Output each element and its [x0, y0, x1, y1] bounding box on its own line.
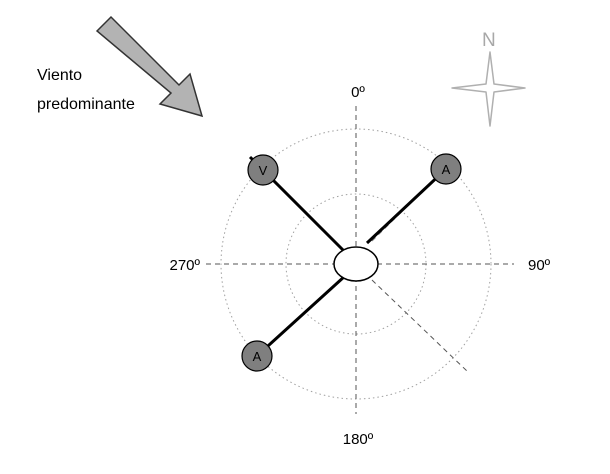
node-a-top-label: A: [442, 162, 451, 177]
node-v-label: V: [259, 163, 268, 178]
center-hub: [333, 246, 379, 282]
angle-label-180: 180º: [343, 431, 374, 448]
node-a-top: A: [430, 153, 462, 185]
wind-direction-arrow: [95, 15, 204, 118]
compass-north-label: N: [482, 30, 496, 51]
wind-label-line1: Viento: [37, 67, 82, 84]
wind-label-line2: predominante: [37, 96, 135, 113]
arm-to-a-bottom: [256, 274, 347, 357]
compass-star-icon: N: [451, 30, 526, 127]
node-v: V: [247, 154, 279, 186]
angle-label-90: 90º: [528, 257, 551, 274]
node-a-bottom: A: [241, 340, 273, 372]
dashed-reference-line-se: [371, 279, 469, 373]
angle-label-0: 0º: [351, 84, 365, 101]
angle-label-270: 270º: [169, 257, 200, 274]
arm-to-a-top: [365, 167, 448, 245]
node-a-bottom-label: A: [253, 349, 262, 364]
